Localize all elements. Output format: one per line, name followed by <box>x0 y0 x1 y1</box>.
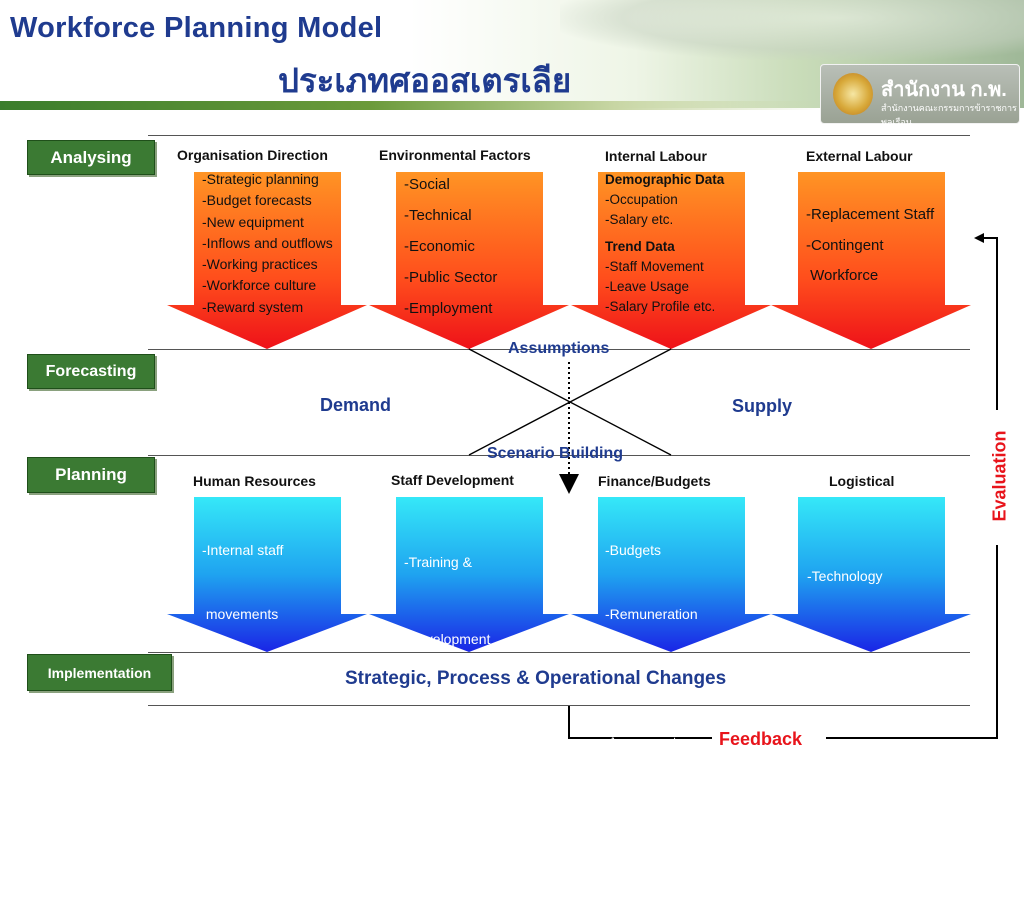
group-title-trend: Trend Data <box>605 239 675 255</box>
list-item: -Budgets <box>605 541 662 558</box>
arrow-external <box>771 172 971 349</box>
header-human-resources: Human Resources <box>193 473 316 489</box>
stage-forecasting: Forecasting <box>27 354 155 389</box>
planning-arrows <box>167 497 971 652</box>
list-item: movements <box>202 606 279 623</box>
list-item: Development <box>404 630 491 647</box>
page-title: Workforce Planning Model <box>10 12 383 44</box>
implementation-text: Strategic, Process & Operational Changes <box>345 668 727 689</box>
header-internal-labour: Internal Labour <box>605 148 707 164</box>
header-photo <box>560 0 1024 60</box>
header-external-labour: External Labour <box>806 148 913 164</box>
arrow-internal <box>571 172 771 349</box>
human-resources-items: -Internal staff movements -Recruitment &… <box>202 497 330 904</box>
divider-line <box>148 135 970 136</box>
arrow-logistical <box>771 497 971 652</box>
header-finance-budgets: Finance/Budgets <box>598 473 711 489</box>
list-item: -Workplace/Ent. <box>605 670 705 687</box>
arrow-environmental <box>369 172 569 349</box>
ocsc-logo: สำนักงาน ก.พ. สำนักงานคณะกรรมการข้าราชกา… <box>820 64 1020 127</box>
divider-line <box>148 705 970 706</box>
diagram-graphics <box>167 172 998 739</box>
list-item: -Inflows and outflows <box>202 234 333 251</box>
list-item: -Employment <box>404 300 493 317</box>
list-item: -Reward system <box>202 298 304 315</box>
list-item: -Promotion/transfer <box>404 707 524 723</box>
list-item: -Salary etc. <box>605 211 674 227</box>
list-item: -Occupation <box>605 191 678 207</box>
list-item: -Strategic planning <box>202 171 319 187</box>
seal-icon <box>833 73 873 115</box>
list-item: -Replacement Staff <box>806 206 935 223</box>
list-item: -Salary Profile etc. <box>605 298 716 314</box>
header-environmental-factors: Environmental Factors <box>379 147 531 163</box>
list-item: -Career planning <box>404 860 509 876</box>
header-organisation-direction: Organisation Direction <box>177 147 328 163</box>
list-item: -Contingent <box>806 236 884 254</box>
list-item: -Staff Movement <box>605 259 704 275</box>
header-logistical: Logistical <box>829 473 895 489</box>
list-item: -Public Sector <box>404 269 498 286</box>
header-staff-development: Staff Development <box>391 472 514 488</box>
organisation-items: -Strategic planning -Budget forecasts -N… <box>202 169 333 318</box>
stage-analysing: Analysing <box>27 140 155 175</box>
internal-labour-items: Demographic Data -Occupation -Salary etc… <box>605 170 724 317</box>
list-item: -Social <box>404 176 450 193</box>
divider-line <box>148 349 970 350</box>
page-subtitle: ประเภทศออสเตรเลีย <box>278 62 572 99</box>
environmental-items: -Social -Technical -Economic -Public Sec… <box>404 169 497 324</box>
finance-items: -Budgets -Remuneration -Workplace/Ent. A… <box>605 497 704 904</box>
list-item: -Workforce culture <box>202 277 317 294</box>
list-item: -Technical <box>404 207 472 224</box>
arrow-finance <box>571 497 771 652</box>
list-item: -Remuneration <box>605 606 698 623</box>
assumptions-label: Assumptions <box>508 340 610 357</box>
evaluation-label: Evaluation <box>989 430 1010 522</box>
supply-label: Supply <box>732 396 793 416</box>
arrow-organisation <box>167 172 367 349</box>
feedback-loop <box>568 237 998 739</box>
list-item: -Internal staff <box>202 541 284 558</box>
group-title-demographic: Demographic Data <box>605 172 725 187</box>
stage-implementation: Implementation <box>27 654 172 691</box>
divider-line <box>148 455 970 456</box>
list-item: -Budget forecasts <box>202 192 312 209</box>
list-item: -Accommodation <box>807 736 913 752</box>
logo-sub-text: สำนักงานคณะกรรมการข้าราชการพลเรือน <box>881 103 1017 127</box>
list-item: Workforce <box>806 267 879 284</box>
list-item: upgrades <box>807 652 870 668</box>
logo-main-text: สำนักงาน ก.พ. <box>881 79 1007 101</box>
scenario-building-label: Scenario Building <box>487 445 624 462</box>
list-item: -Economic <box>404 238 475 255</box>
feedback-label: Feedback <box>719 729 803 749</box>
list-item: -Incentive & <box>605 798 679 815</box>
feedback-arrowhead <box>974 233 984 243</box>
header-divider <box>0 101 820 110</box>
external-labour-items: -Replacement Staff -Contingent Workforce <box>806 200 934 292</box>
list-item: -Working practices <box>202 256 318 273</box>
list-item: selection <box>202 734 262 751</box>
logistical-items: -Technology upgrades -Accommodation -Fle… <box>807 506 912 870</box>
list-item: -Recruitment & <box>202 670 296 687</box>
staff-development-items: -Training & Development -Promotion/trans… <box>404 499 537 907</box>
list-item: -Leave management <box>202 862 331 879</box>
list-item: -Fleet vehicles <box>807 820 898 836</box>
demand-label: Demand <box>320 395 392 415</box>
list-item: -Working conditions <box>202 798 325 815</box>
list-item: -Technology <box>807 568 883 584</box>
list-item: -New equipment <box>202 213 304 230</box>
list-item: Agreements <box>605 734 684 751</box>
list-item: allowances <box>605 862 679 879</box>
divider-line <box>148 652 970 653</box>
arrow-staff-development <box>369 497 569 652</box>
stage-planning: Planning <box>27 457 155 493</box>
list-item: -Training & <box>404 554 472 570</box>
analysing-arrows <box>167 172 971 349</box>
list-item: -Leave Usage <box>605 278 690 294</box>
list-item: -Succession planning <box>404 783 538 800</box>
arrow-human-resources <box>167 497 367 652</box>
